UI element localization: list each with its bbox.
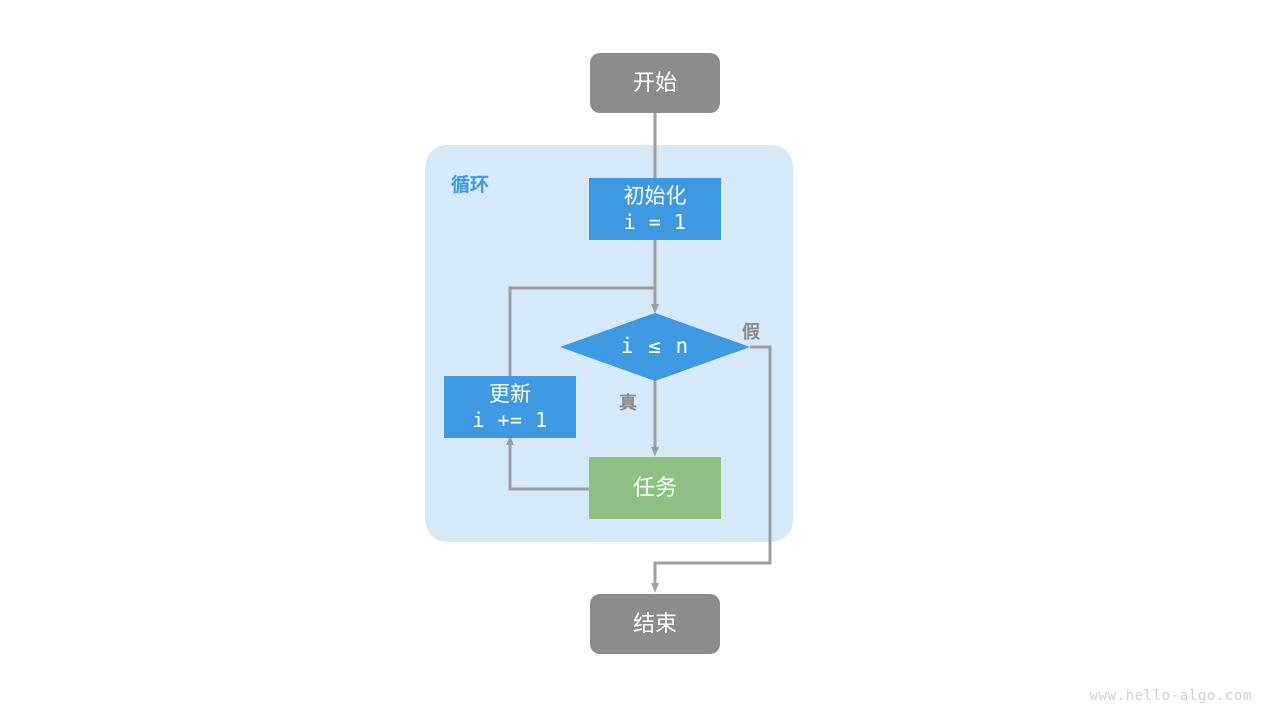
node-init[interactable]	[589, 178, 721, 240]
node-task[interactable]	[589, 457, 721, 519]
loop-group-title: 循环	[451, 175, 490, 196]
node-end[interactable]	[590, 594, 720, 654]
watermark-text: www.hello-algo.com	[1089, 688, 1252, 704]
edge-decision-false-to-end	[651, 345, 772, 593]
node-start[interactable]	[590, 53, 720, 113]
edge-update-to-decision	[508, 286, 655, 376]
edge-task-to-update	[506, 435, 589, 491]
node-update[interactable]	[444, 376, 576, 438]
node-decision[interactable]	[560, 313, 750, 381]
edge-label-true: 真	[619, 393, 637, 413]
edge-label-false: 假	[742, 322, 760, 342]
